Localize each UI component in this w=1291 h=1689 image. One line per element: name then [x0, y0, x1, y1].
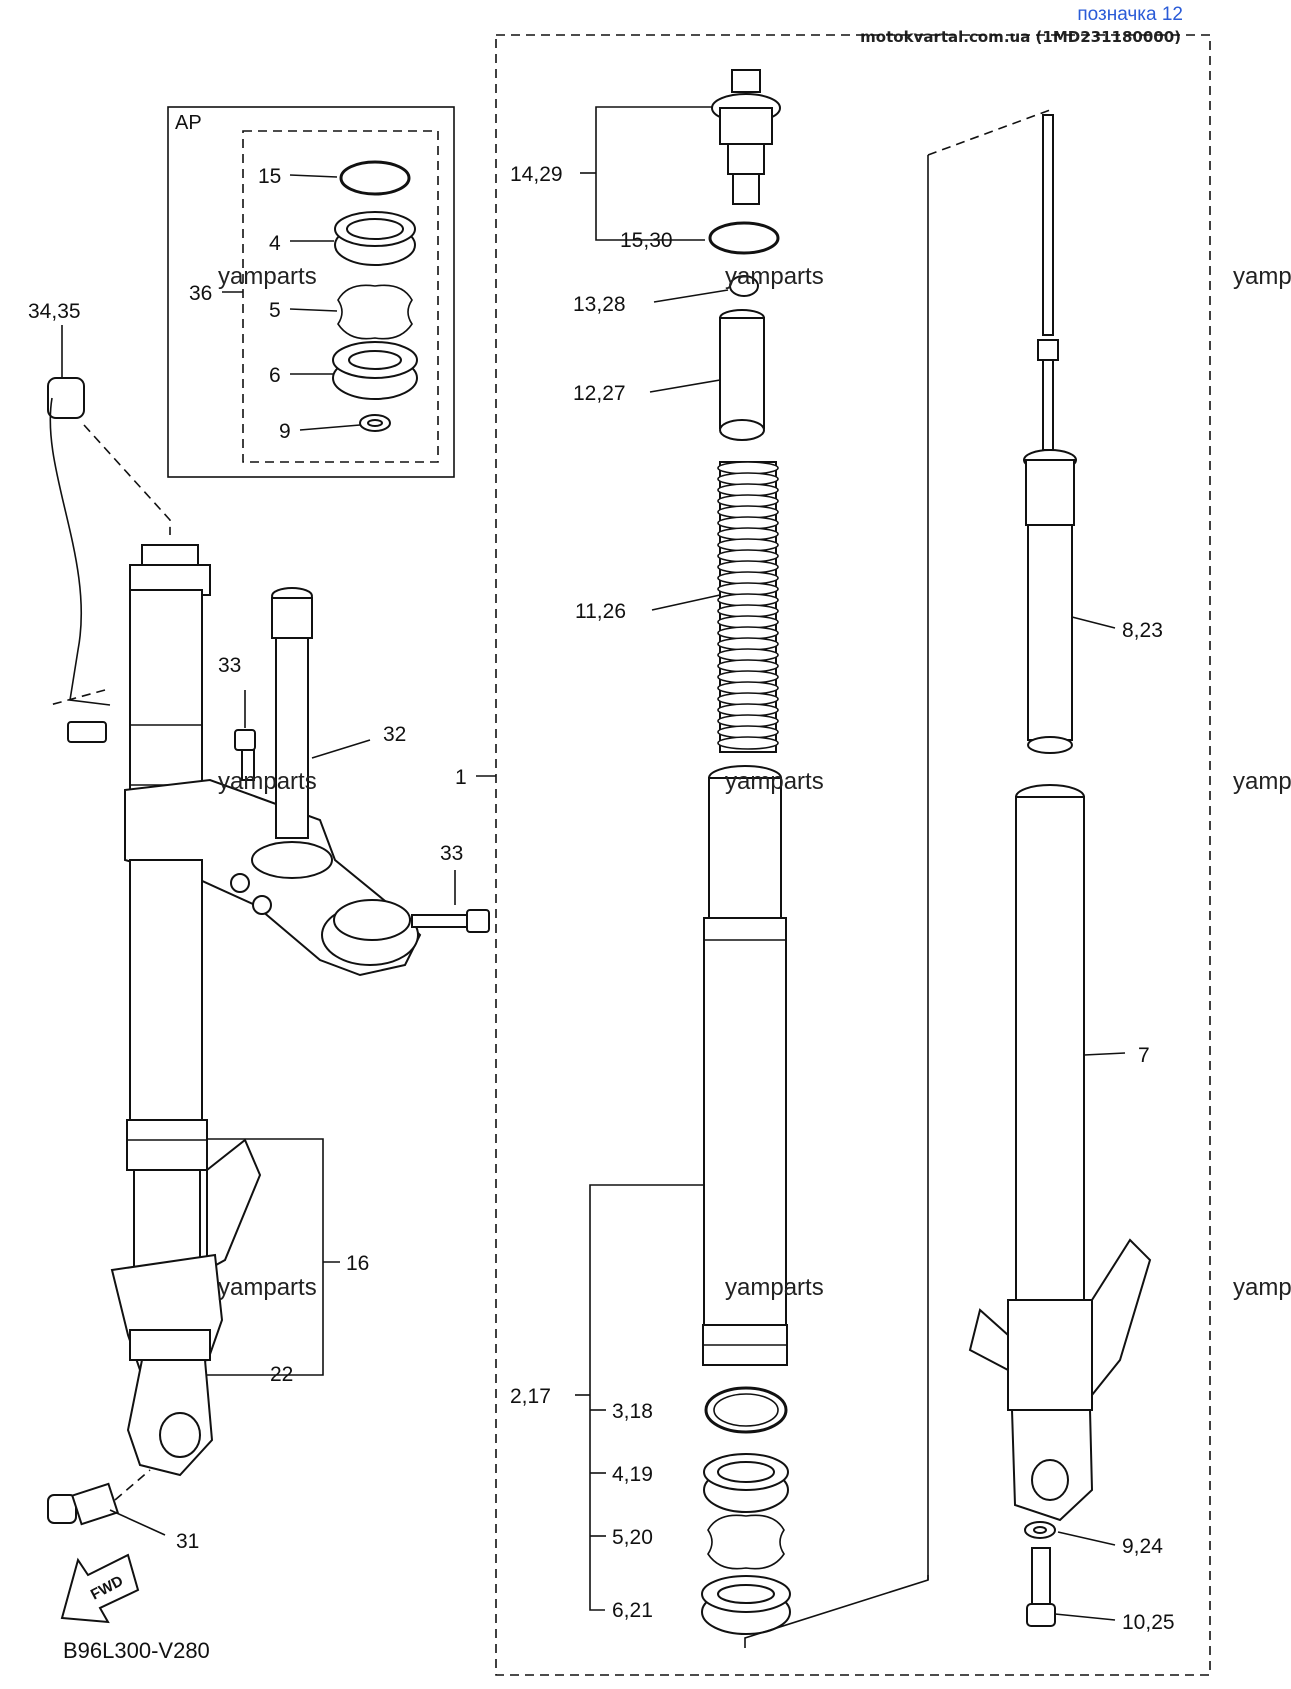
dust-seal-6-21	[701, 1575, 791, 1635]
label-6-21: 6,21	[612, 1599, 653, 1622]
o-ring-15-30	[708, 221, 780, 255]
pinch-bolt-33-upper	[234, 729, 256, 781]
watermark: yamparts	[218, 263, 317, 290]
washer-9	[359, 414, 391, 432]
label-6: 6	[269, 364, 281, 387]
watermark-row-2: yamparts yamparts yamp	[218, 768, 1291, 795]
left-fork-assembly	[110, 544, 422, 1477]
washer-9-24	[1024, 1521, 1056, 1539]
label-13-28: 13,28	[573, 293, 626, 316]
bolt-10-25	[1026, 1547, 1056, 1627]
label-2-17: 2,17	[510, 1385, 551, 1408]
nut-13-28	[729, 275, 759, 297]
inner-tube-7	[968, 784, 1152, 1522]
watermark-row-1: yamparts yamparts yamp	[218, 263, 1291, 290]
label-15: 15	[258, 165, 281, 188]
cap-bolt-14-29	[711, 69, 781, 205]
slide-metal-3-18	[704, 1386, 788, 1434]
watermark: yamp	[1233, 768, 1291, 795]
label-11-26: 11,26	[575, 600, 626, 623]
ap-box	[167, 106, 455, 478]
oil-seal-4	[334, 211, 416, 266]
watermark: yamparts	[725, 1274, 824, 1301]
label-36: 36	[189, 282, 212, 305]
stopper-ring-5-20	[707, 1514, 785, 1570]
label-22: 22	[270, 1363, 293, 1386]
damper-rod-8-23	[1023, 114, 1077, 754]
watermark: yamparts	[218, 1274, 317, 1301]
label-33-lower: 33	[440, 842, 463, 865]
label-8-23: 8,23	[1122, 619, 1163, 642]
label-10-25: 10,25	[1122, 1611, 1175, 1634]
steering-shaft-32	[251, 587, 333, 879]
spring-coil	[717, 736, 779, 750]
label-16: 16	[346, 1252, 369, 1275]
watermark-row-3: yamparts yamparts yamp	[218, 1274, 1291, 1301]
label-5-20: 5,20	[612, 1526, 653, 1549]
ap-box-label: AP	[175, 112, 202, 134]
sensor-connector	[47, 377, 111, 743]
label-4-19: 4,19	[612, 1463, 653, 1486]
watermark: yamp	[1233, 263, 1291, 290]
bracket-16-22	[207, 1138, 324, 1376]
pinch-bolt-33-lower	[411, 909, 490, 933]
label-3-18: 3,18	[612, 1400, 653, 1423]
watermark: yamp	[1233, 1274, 1291, 1301]
label-15-30: 15,30	[620, 229, 673, 252]
diagram-code: B96L300-V280	[63, 1638, 210, 1663]
watermark: yamparts	[218, 768, 317, 795]
stopper-ring-5	[337, 284, 413, 340]
label-7: 7	[1138, 1044, 1150, 1067]
label-14-29: 14,29	[510, 163, 563, 186]
header-title: позначка 12	[1077, 4, 1183, 25]
label-31: 31	[176, 1530, 199, 1553]
o-ring-15	[339, 160, 411, 196]
label-5: 5	[269, 299, 281, 322]
label-9-24: 9,24	[1122, 1535, 1163, 1558]
label-1: 1	[455, 766, 467, 789]
fork-spring-11-26	[717, 461, 779, 753]
label-12-27: 12,27	[573, 382, 626, 405]
axle-bolt-31	[47, 1482, 119, 1526]
header-source: motokvartal.com.ua (1MD231180000)	[860, 28, 1181, 46]
label-33-upper: 33	[218, 654, 241, 677]
oil-seal-4-19	[703, 1453, 789, 1513]
label-4: 4	[269, 232, 281, 255]
fwd-arrow-icon: FWD	[60, 1553, 140, 1624]
ap-kit-box	[242, 130, 439, 463]
assembly-1-box	[495, 34, 1211, 1676]
watermark: yamparts	[725, 768, 824, 795]
spacer-12-27	[719, 309, 765, 441]
watermark: yamparts	[725, 263, 824, 290]
dust-seal-6	[332, 341, 418, 400]
label-9: 9	[279, 420, 291, 443]
outer-tube-2-17	[702, 765, 788, 1366]
label-32: 32	[383, 723, 406, 746]
label-34-35: 34,35	[28, 300, 81, 323]
